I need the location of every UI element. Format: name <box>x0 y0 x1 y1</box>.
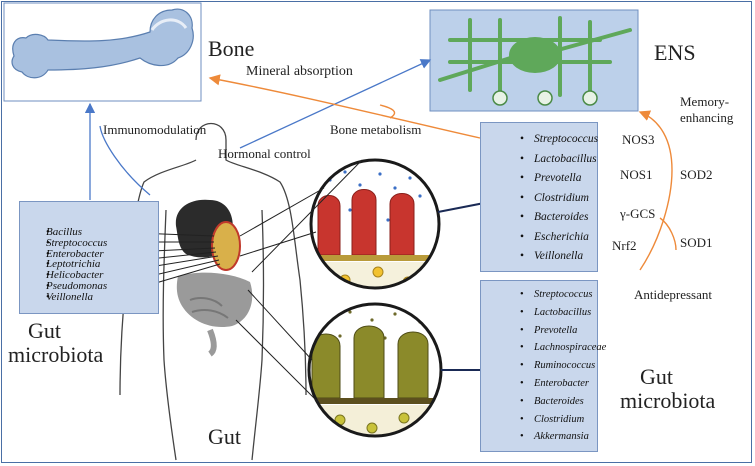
list-item: Lactobacillus <box>520 304 606 322</box>
ens-illustration <box>429 9 639 112</box>
list-item: Ruminococcus <box>520 357 606 375</box>
gut-label: Gut <box>208 424 241 449</box>
list-item: Akkermansia <box>520 428 606 446</box>
memory-enhancing-label-line2: enhancing <box>680 110 734 125</box>
list-item: Streptococcus <box>520 286 606 304</box>
sod2-label: SOD2 <box>680 167 713 182</box>
list-item: Bacteroides <box>520 208 598 228</box>
list-item: Veillonella <box>46 291 107 303</box>
list-item: Clostridium <box>520 189 598 209</box>
gut-microbiota-left-label-line2: microbiota <box>8 342 104 367</box>
nos1-label: NOS1 <box>620 167 653 182</box>
nrf2-label: Nrf2 <box>612 238 637 253</box>
list-item: Leptotrichia <box>46 259 107 270</box>
ens-label: ENS <box>654 40 696 65</box>
list-item: Helicobacter <box>46 270 107 281</box>
list-item: Escherichia <box>520 228 598 248</box>
right-top-microbiota-list: Streptococcus Lactobacillus Prevotella C… <box>520 130 598 267</box>
list-item: Veillonella <box>520 247 598 267</box>
immunomodulation-label: Immunomodulation <box>103 122 207 137</box>
magnify-lines <box>235 159 363 403</box>
orange-arrows <box>208 74 677 271</box>
memory-enhancing-label-line1: Memory- <box>680 94 730 109</box>
list-item: Enterobacter <box>46 248 107 260</box>
mineral-absorption-label: Mineral absorption <box>246 64 353 79</box>
bone-illustration <box>3 2 202 102</box>
list-item: Lactobacillus <box>520 150 598 170</box>
bone-label: Bone <box>208 36 255 61</box>
gut-microbiota-left-label-line1: Gut <box>28 318 61 343</box>
list-item: Streptococcus <box>520 130 598 150</box>
large-intestine-villi-magnified <box>309 304 441 436</box>
sod1-label: SOD1 <box>680 235 713 250</box>
list-item: Enterobacter <box>520 375 606 393</box>
gut-microbiota-right-label-line2: microbiota <box>620 388 716 413</box>
nos3-label: NOS3 <box>622 132 655 147</box>
list-item: Streptococcus <box>46 237 107 249</box>
stomach-organs <box>175 199 253 357</box>
gut-microbiota-right-label-line1: Gut <box>640 364 673 389</box>
list-item: Pseudomonas <box>46 281 107 292</box>
list-item: Bacteroides <box>520 393 606 411</box>
list-item: Prevotella <box>520 322 606 340</box>
hormonal-control-label: Hormonal control <box>218 146 311 161</box>
right-bottom-microbiota-list: Streptococcus Lactobacillus Prevotella L… <box>520 286 606 446</box>
antidepressant-label: Antidepressant <box>634 287 712 302</box>
bone-metabolism-label: Bone metabolism <box>330 122 422 137</box>
list-item: Clostridium <box>520 411 606 429</box>
gamma-gcs-label: γ-GCS <box>620 206 656 221</box>
list-item: Prevotella <box>520 169 598 189</box>
list-item: Bacillus <box>46 227 107 238</box>
list-item: Lachnospiraceae <box>520 339 606 357</box>
left-microbiota-list: Bacillus Streptococcus Enterobacter Lept… <box>46 227 107 303</box>
